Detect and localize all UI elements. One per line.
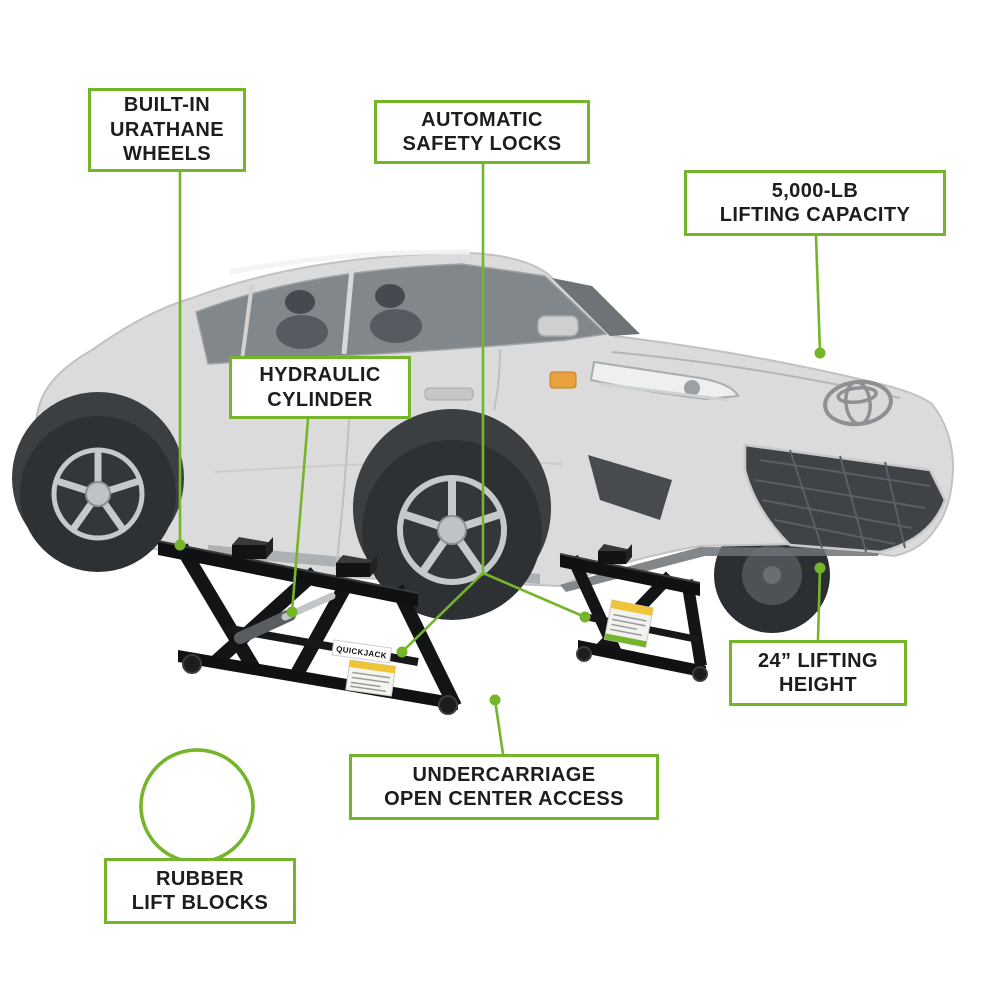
door-handle	[424, 387, 474, 401]
windshield-glass	[552, 278, 640, 336]
callout-label: 24” LIFTING HEIGHT	[758, 649, 878, 696]
lift-block-on-tray	[598, 544, 632, 564]
amber-marker	[549, 371, 577, 389]
lift-block-on-tray	[232, 537, 273, 559]
side-mirror	[537, 315, 579, 337]
lift-base	[578, 640, 706, 678]
callout-label: 5,000-LB LIFTING CAPACITY	[719, 179, 911, 226]
connector-undercarriage	[493, 699, 505, 755]
connector-safety-locks	[401, 164, 586, 653]
rubber-blocks-circle	[139, 748, 255, 864]
connector-height	[816, 567, 822, 641]
callout-undercarriage-access: UNDERCARRIAGE OPEN CENTER ACCESS	[349, 754, 659, 820]
callout-lifting-height: 24” LIFTING HEIGHT	[729, 640, 907, 706]
callout-built-in-urathane-wheels: BUILT-IN URATHANE WHEELS	[88, 88, 246, 172]
callout-rubber-lift-blocks: RUBBER LIFT BLOCKS	[104, 858, 296, 924]
callout-hydraulic-cylinder: HYDRAULIC CYLINDER	[229, 356, 411, 419]
toyota-emblem	[823, 379, 893, 427]
lift-block-on-tray	[336, 555, 377, 577]
dot-capacity	[814, 347, 826, 359]
rear-wheel	[20, 416, 176, 572]
headlight	[589, 360, 740, 402]
front-wheel	[362, 440, 542, 620]
dot-safety-locks-right	[579, 611, 591, 623]
dot-safety-locks-left	[396, 646, 408, 658]
callout-dots	[174, 347, 826, 706]
urethane-wheel	[182, 654, 202, 674]
urethane-wheel	[438, 695, 458, 715]
callout-label: RUBBER LIFT BLOCKS	[131, 867, 269, 914]
connector-cylinder	[290, 418, 310, 613]
callout-connectors	[178, 164, 822, 755]
left-lift-frame: QUICKJACK	[157, 537, 462, 715]
dot-wheels	[174, 539, 186, 551]
warning-sticker	[603, 599, 654, 648]
connector-capacity	[814, 235, 822, 354]
urethane-wheel	[576, 646, 592, 662]
callout-label: UNDERCARRIAGE OPEN CENTER ACCESS	[384, 763, 624, 810]
urethane-wheel	[692, 666, 708, 682]
dot-cylinder	[286, 606, 298, 618]
grille	[743, 443, 947, 554]
callout-label: HYDRAULIC CYLINDER	[259, 364, 381, 411]
quickjack-sticker: QUICKJACK	[331, 639, 393, 664]
dot-undercarriage	[489, 694, 501, 706]
callout-label: BUILT-IN URATHANE WHEELS	[110, 94, 224, 166]
warning-sticker	[345, 659, 397, 697]
callout-lifting-capacity: 5,000-LB LIFTING CAPACITY	[684, 170, 946, 236]
lift-platform	[560, 554, 700, 596]
callout-automatic-safety-locks: AUTOMATIC SAFETY LOCKS	[374, 100, 590, 164]
right-lift-frame	[559, 544, 708, 682]
lift-platform	[158, 541, 418, 607]
dot-height	[814, 562, 826, 574]
callout-label: AUTOMATIC SAFETY LOCKS	[402, 108, 562, 155]
